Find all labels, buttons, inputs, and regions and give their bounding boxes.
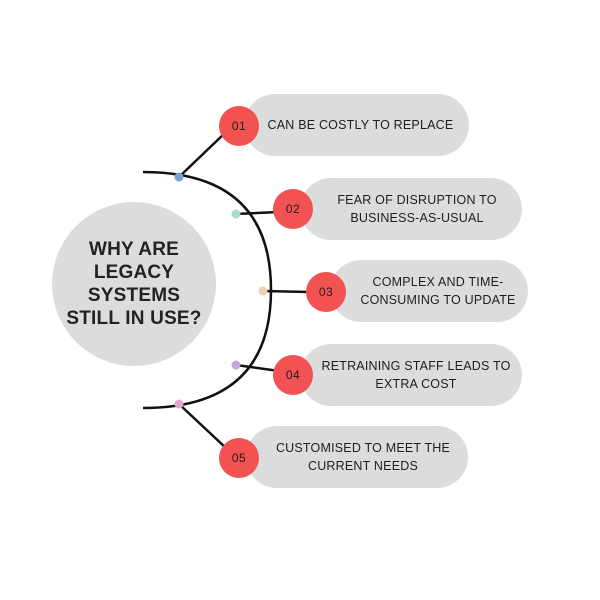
reason-pill-02: FEAR OF DISRUPTION TO BUSINESS-AS-USUAL <box>300 178 522 240</box>
reason-label: FEAR OF DISRUPTION TO BUSINESS-AS-USUAL <box>337 193 497 225</box>
reason-number-badge-04: 04 <box>273 355 313 395</box>
reason-label: CUSTOMISED TO MEET THE CURRENT NEEDS <box>275 441 451 473</box>
connector-dot-04 <box>231 360 241 370</box>
connector-dot-05 <box>174 399 184 409</box>
reason-number-badge-05: 05 <box>219 438 259 478</box>
reason-number-badge-02: 02 <box>273 189 313 229</box>
reason-pill-03: COMPLEX AND TIME- CONSUMING TO UPDATE <box>330 260 528 322</box>
connector-line-01 <box>178 131 227 178</box>
connector-dot-03 <box>258 286 268 296</box>
connector-line-05 <box>178 403 228 450</box>
connector-dot-02 <box>231 209 241 219</box>
reason-number-badge-03: 03 <box>306 272 346 312</box>
reason-pill-01: CAN BE COSTLY TO REPLACE <box>244 94 469 156</box>
reason-number-badge-01: 01 <box>219 106 259 146</box>
connector-dot-01 <box>174 172 184 182</box>
connector-line-03 <box>262 289 310 294</box>
reason-pill-05: CUSTOMISED TO MEET THE CURRENT NEEDS <box>246 426 468 488</box>
center-circle: WHY ARE LEGACY SYSTEMS STILL IN USE? <box>52 202 216 366</box>
reason-label: COMPLEX AND TIME- CONSUMING TO UPDATE <box>360 275 516 307</box>
connector-line-02 <box>235 210 280 216</box>
connector-line-04 <box>235 363 280 373</box>
reason-pill-04: RETRAINING STAFF LEADS TO EXTRA COST <box>300 344 522 406</box>
reason-label: CAN BE COSTLY TO REPLACE <box>267 118 454 132</box>
center-title: WHY ARE LEGACY SYSTEMS STILL IN USE? <box>66 239 202 329</box>
reason-label: RETRAINING STAFF LEADS TO EXTRA COST <box>321 359 511 391</box>
